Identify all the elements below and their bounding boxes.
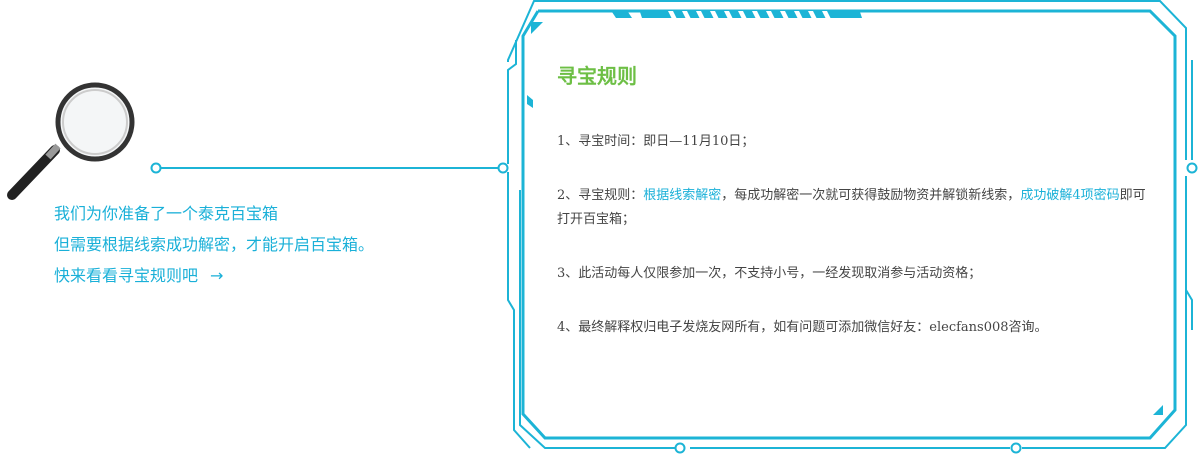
- rule-text: 即可打开百宝箱；: [557, 188, 1146, 227]
- view-rules-link[interactable]: 快来看看寻宝规则吧 →: [54, 260, 374, 291]
- panel-title: 寻宝规则: [557, 64, 637, 88]
- rule-highlight: 成功破解4项密码: [1020, 188, 1120, 203]
- arrow-right-icon: →: [210, 266, 224, 285]
- rule-item: 4、最终解释权归电子发烧友网所有，如有问题可添加微信好友：elecfans008…: [557, 320, 1048, 335]
- intro-line-2: 但需要根据线索成功解密，才能开启百宝箱。: [54, 235, 375, 254]
- intro-line-1: 我们为你准备了一个泰克百宝箱: [54, 204, 279, 223]
- rule-item: 3、此活动每人仅限参加一次，不支持小号，一经发现取消参与活动资格；: [557, 266, 982, 281]
- rule-item: 2、寻宝规则：根据线索解密，每成功解密一次就可获得鼓励物资并解锁新线索，成功破解…: [557, 184, 1147, 232]
- intro-text: 我们为你准备了一个泰克百宝箱 但需要根据线索成功解密，才能开启百宝箱。 快来看看…: [54, 198, 374, 291]
- rule-highlight: 根据线索解密: [643, 188, 722, 203]
- intro-line-3[interactable]: 快来看看寻宝规则吧: [54, 266, 199, 285]
- rule-text: 2、寻宝规则：: [557, 188, 644, 203]
- rules-list: 1、寻宝时间：即日—11月10日； 2、寻宝规则：根据线索解密，每成功解密一次就…: [557, 130, 1147, 370]
- rule-item: 1、寻宝时间：即日—11月10日；: [557, 134, 755, 149]
- magnifier-icon: [7, 82, 135, 200]
- rule-text: ，每成功解密一次就可获得鼓励物资并解锁新线索，: [721, 188, 1021, 203]
